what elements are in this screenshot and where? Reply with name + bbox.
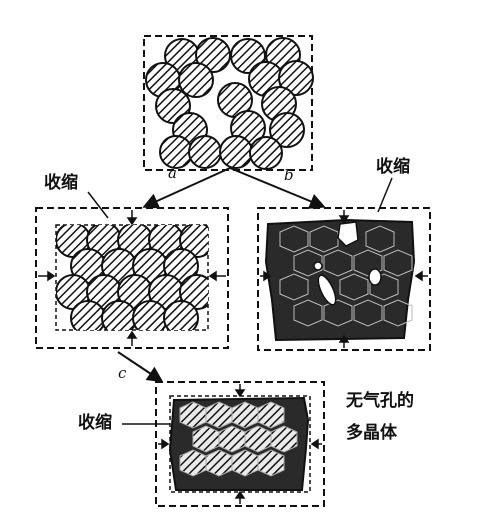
pores — [313, 221, 382, 306]
shrink-label-left: 收缩 — [44, 172, 78, 193]
arrow-c: c — [117, 351, 164, 383]
grain-boundaries-right — [279, 225, 413, 327]
path-a-label: a — [168, 164, 177, 182]
path-c-label: c — [118, 364, 127, 382]
result-label-line2: 多晶体 — [346, 422, 398, 443]
powder-particles — [145, 37, 314, 170]
path-b-label: b — [284, 166, 294, 184]
panel-shrink-left: 收缩 — [35, 172, 229, 349]
panel-shrink-right: 收缩 — [257, 156, 431, 351]
panel-loose-powder: a b — [143, 35, 314, 184]
shrink-arrows-bottom — [158, 384, 322, 504]
polycrystal-grains — [170, 398, 308, 490]
shrink-arrows-left — [38, 210, 226, 346]
result-label-line1: 无气孔的 — [345, 390, 414, 411]
arrows-top — [142, 167, 326, 209]
panel-pore-free: 收缩 无气孔的 多晶体 — [78, 381, 414, 507]
grains-left — [56, 225, 208, 330]
shrink-label-right: 收缩 — [376, 156, 410, 177]
shrink-arrows-right — [260, 210, 428, 348]
shrink-label-bottom: 收缩 — [78, 412, 112, 433]
